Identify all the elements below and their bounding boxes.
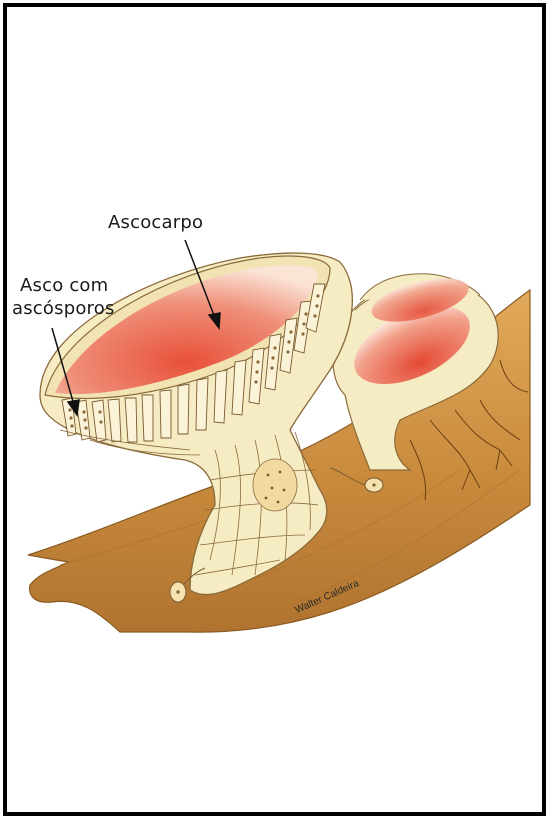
spore-cluster [253, 459, 297, 511]
asco-label-line1: Asco com [20, 275, 108, 297]
ascocarpo-label: Ascocarpo [108, 212, 203, 234]
asco-label-line2: ascósporos [12, 298, 115, 320]
